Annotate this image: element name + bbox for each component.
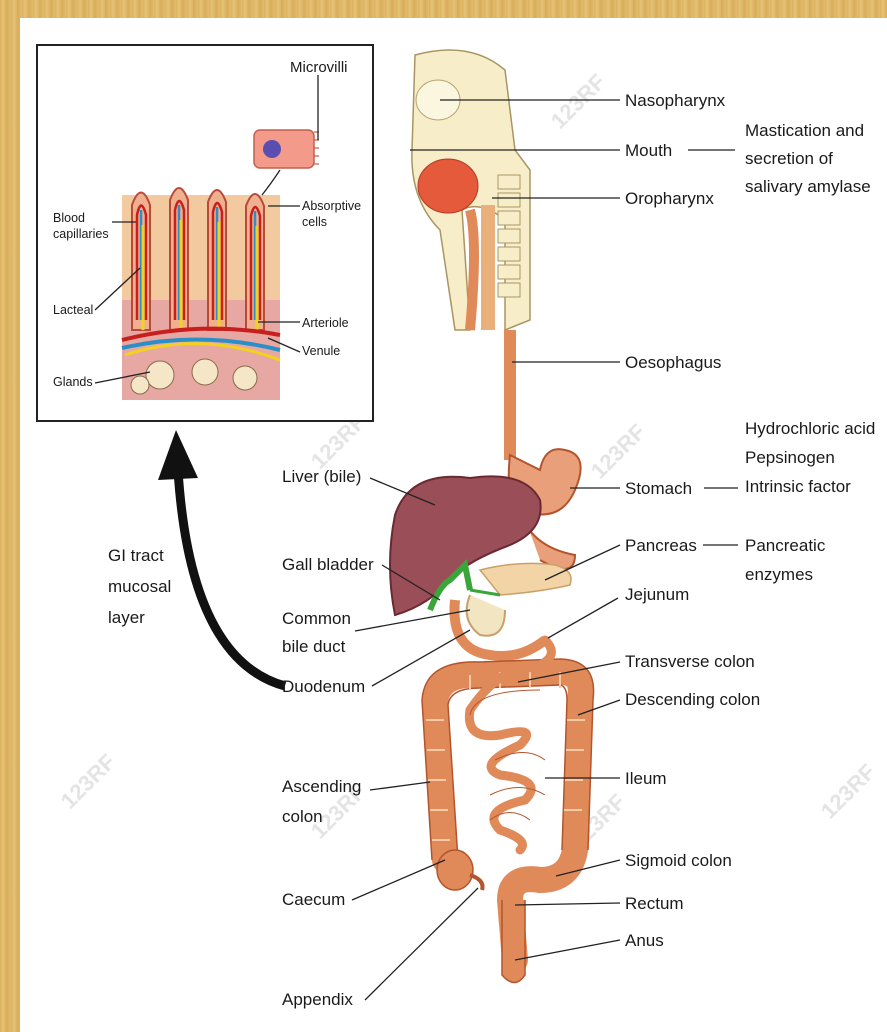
- vertebrae: [498, 175, 520, 297]
- mucosal-label: mucosal: [108, 577, 171, 596]
- nasopharynx-label: Nasopharynx: [625, 91, 726, 110]
- anus-label: Anus: [625, 931, 664, 950]
- mouth-label: Mouth: [625, 141, 672, 160]
- stomach-label: Stomach: [625, 479, 692, 498]
- ascending-colon-label: colon: [282, 807, 323, 826]
- oropharynx-label: Oropharynx: [625, 189, 714, 208]
- head-section: [412, 50, 530, 330]
- duodenum-label: Duodenum: [282, 677, 365, 696]
- common-label: Common: [282, 609, 351, 628]
- watermark: 123RF: [56, 749, 120, 813]
- lacteal-label: Lacteal: [53, 303, 93, 317]
- appendix-label: Appendix: [282, 990, 353, 1009]
- mucosal-layer-inset: Microvilli Blood capillaries Absorptive …: [37, 45, 373, 421]
- glands-label: Glands: [53, 375, 93, 389]
- absorptive-cell-illustration: [254, 130, 319, 168]
- venule-label: Venule: [302, 344, 340, 358]
- blood-label: Blood: [53, 211, 85, 225]
- rectum: [502, 900, 525, 983]
- pancreas-label: Pancreas: [625, 536, 697, 555]
- sigmoid-colon-label: Sigmoid colon: [625, 851, 732, 870]
- bile-duct-label: bile duct: [282, 637, 346, 656]
- transverse-colon-label: Transverse colon: [625, 652, 755, 671]
- layer-label: layer: [108, 608, 145, 627]
- watermark: 123RF: [816, 759, 880, 823]
- jejunum-label: Jejunum: [625, 585, 689, 604]
- capillaries-label: capillaries: [53, 227, 109, 241]
- pancreas: [480, 563, 571, 595]
- mouth-note-line3: salivary amylase: [745, 177, 871, 196]
- arteriole-label: Arteriole: [302, 316, 349, 330]
- microvilli-label: Microvilli: [290, 59, 348, 76]
- oesophagus-label: Oesophagus: [625, 353, 721, 372]
- gall-bladder-label: Gall bladder: [282, 555, 374, 574]
- ileum-label: Ileum: [625, 769, 667, 788]
- mouth-note-line2: secretion of: [745, 149, 833, 168]
- liver: [390, 476, 541, 615]
- duodenum: [454, 595, 545, 656]
- watermark: 123RF: [586, 419, 650, 483]
- mouth-note-line1: Mastication and: [745, 121, 864, 140]
- stomach-note-line2: Pepsinogen: [745, 448, 835, 467]
- cells-label: cells: [302, 215, 327, 229]
- ascending-label: Ascending: [282, 777, 361, 796]
- descending-colon-label: Descending colon: [625, 690, 760, 709]
- absorptive-label: Absorptive: [302, 199, 361, 213]
- curved-arrow: [158, 430, 285, 686]
- stomach-note-line1: Hydrochloric acid: [745, 419, 875, 438]
- pancreas-note-line1: Pancreatic: [745, 536, 826, 555]
- watermark: 123RF: [546, 69, 610, 133]
- gi-tract-label: GI tract: [108, 546, 164, 565]
- liver-label: Liver (bile): [282, 467, 361, 486]
- stomach-note-line3: Intrinsic factor: [745, 477, 851, 496]
- pancreas-note-line2: enzymes: [745, 565, 813, 584]
- caecum-label: Caecum: [282, 890, 345, 909]
- rectum-label: Rectum: [625, 894, 684, 913]
- caecum-appendix: [437, 850, 483, 890]
- function-notes: Mastication and secretion of salivary am…: [745, 121, 875, 584]
